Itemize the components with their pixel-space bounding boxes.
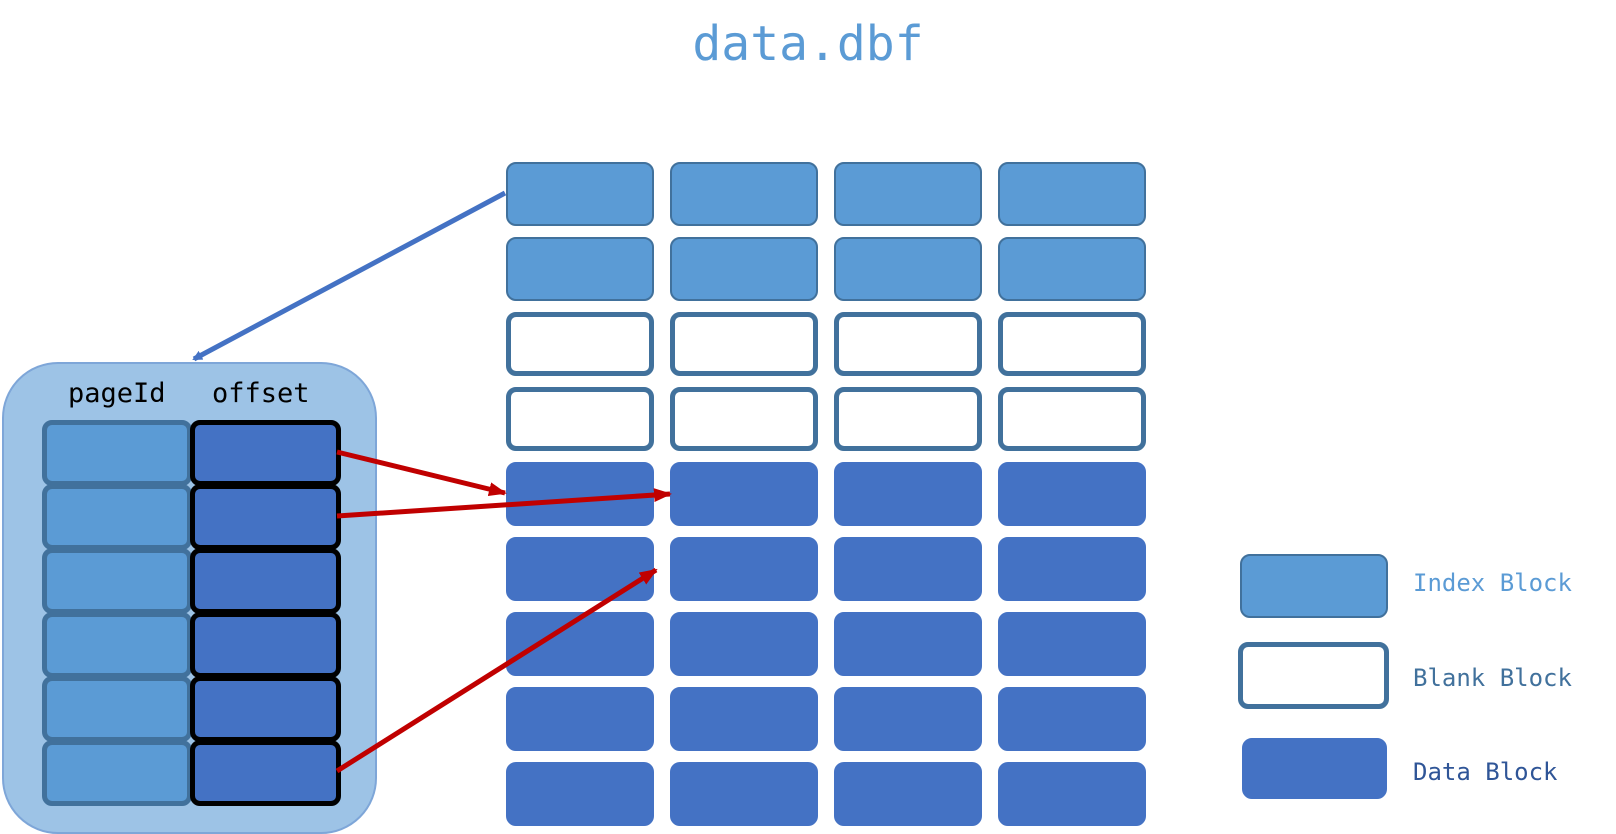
diagram-title: data.dbf (692, 16, 924, 72)
offset-cell (190, 420, 341, 486)
offset-arrow-2 (336, 488, 672, 519)
pageid-cell (42, 484, 192, 550)
data-block (834, 687, 982, 751)
offset-arrow-3 (335, 567, 658, 774)
pageid-cell (42, 740, 192, 806)
data-block (998, 612, 1146, 676)
blank-block (506, 312, 654, 376)
data-block (670, 462, 818, 526)
blank-block (834, 312, 982, 376)
offset-header: offset (212, 378, 310, 409)
data-block (506, 762, 654, 826)
index-block (834, 162, 982, 226)
legend-blank-label: Blank Block (1413, 664, 1572, 692)
index-block (834, 237, 982, 301)
data-block (670, 762, 818, 826)
data-block (834, 762, 982, 826)
data-block (506, 537, 654, 601)
index-block (506, 162, 654, 226)
data-block (998, 537, 1146, 601)
data-block (834, 612, 982, 676)
data-block (834, 537, 982, 601)
legend-data-swatch (1242, 738, 1387, 799)
data-block (670, 612, 818, 676)
data-block (506, 462, 654, 526)
data-block (506, 612, 654, 676)
pageid-header: pageId (68, 378, 166, 409)
blank-block (998, 312, 1146, 376)
offset-arrow-1 (336, 449, 507, 497)
pageid-cell (42, 612, 192, 678)
offset-cell (190, 676, 341, 742)
legend-blank-swatch (1238, 642, 1389, 709)
pageid-cell (42, 548, 192, 614)
offset-cell (190, 612, 341, 678)
data-block (998, 462, 1146, 526)
legend-index-swatch (1240, 554, 1388, 618)
blank-block (670, 387, 818, 451)
data-block (506, 687, 654, 751)
index-block (998, 237, 1146, 301)
data-block (998, 687, 1146, 751)
legend-index-label: Index Block (1413, 569, 1572, 597)
data-block (670, 537, 818, 601)
index-block (998, 162, 1146, 226)
blank-block (506, 387, 654, 451)
blank-block (670, 312, 818, 376)
legend-data-label: Data Block (1413, 758, 1558, 786)
data-block (998, 762, 1146, 826)
blank-block (834, 387, 982, 451)
index-block (506, 237, 654, 301)
index-block (670, 237, 818, 301)
index-block (670, 162, 818, 226)
data-block (670, 687, 818, 751)
index-to-panel-arrow (192, 190, 507, 362)
pageid-cell (42, 420, 192, 486)
pageid-cell (42, 676, 192, 742)
blank-block (998, 387, 1146, 451)
offset-cell (190, 548, 341, 614)
data-block (834, 462, 982, 526)
